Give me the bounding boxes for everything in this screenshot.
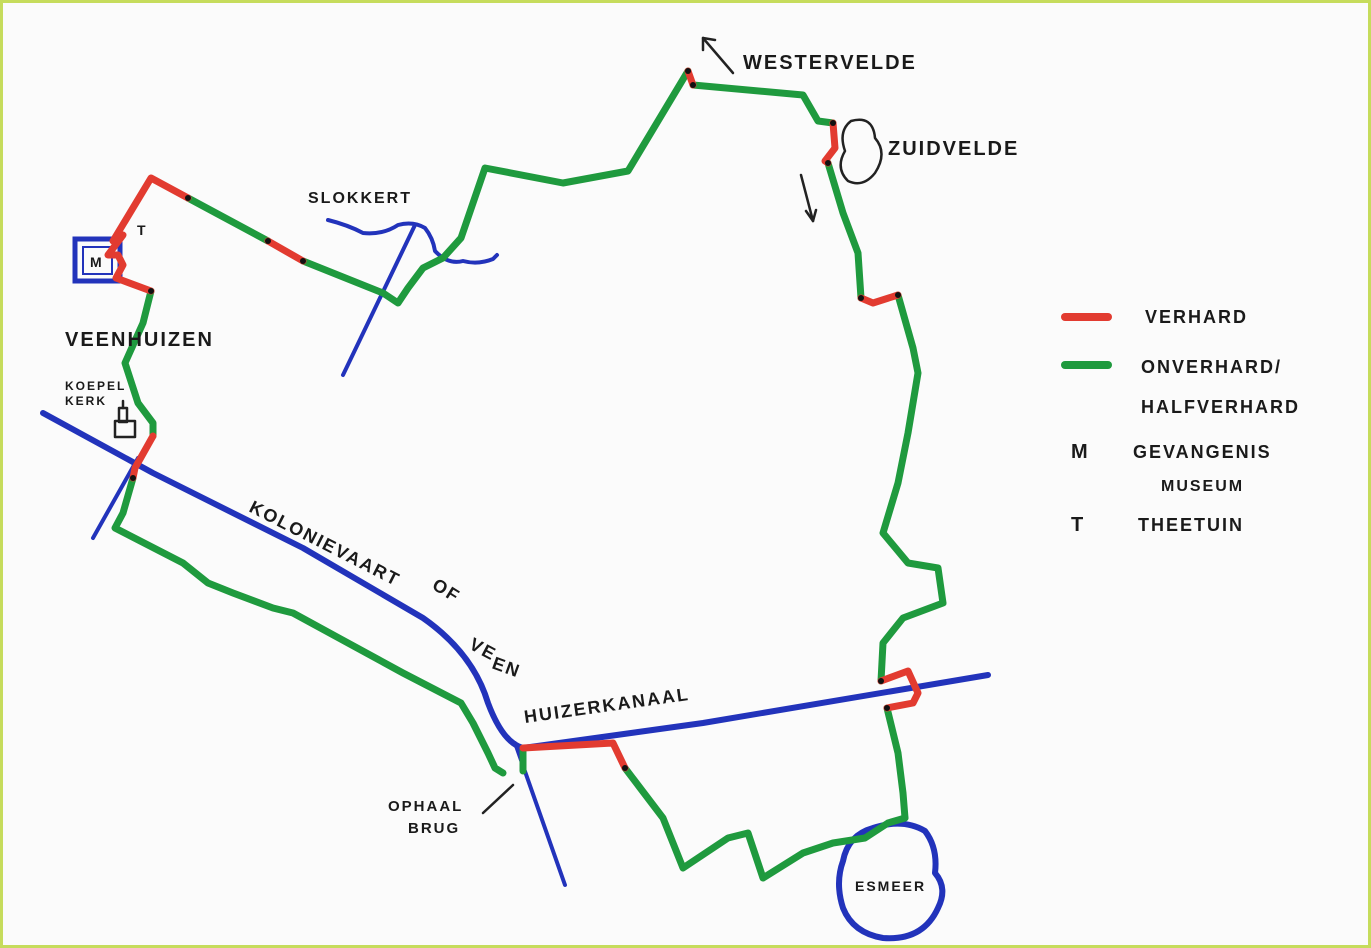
route-unpaved (111, 67, 947, 882)
church-icon (113, 399, 137, 439)
label-koepelkerk-2: KERK (65, 394, 107, 408)
label-veenhuizen: VEENHUIZEN (65, 329, 214, 351)
arrow-down-icon (799, 173, 818, 223)
legend-label-paved: VERHARD (1145, 307, 1248, 327)
label-zuidvelde: ZUIDVELDE (888, 138, 1019, 160)
canal-slokkert-diagonal (341, 223, 417, 377)
route-map: WESTERVELDE ZUIDVELDE SLOKKERT VEENHUIZE… (40, 36, 1300, 942)
label-veenhuizerkanaal: HUIZERKANAAL (523, 684, 691, 727)
arrow-up-left-icon (701, 36, 735, 75)
label-veenhuizerkanaal-mid: EN (490, 653, 524, 682)
label-esmeer: ESMEER (855, 878, 926, 894)
canal-kolonievaart (40, 410, 991, 751)
label-museum-marker: M (90, 254, 104, 270)
legend-label-museum-1: GEVANGENIS (1133, 442, 1272, 462)
label-ophaalbrug-1: OPHAAL (388, 798, 463, 815)
canal-stub-veenhuizen (91, 456, 140, 540)
legend: VERHARD ONVERHARD/ HALFVERHARD M GEVANGE… (1061, 307, 1300, 536)
legend-label-unpaved-2: HALFVERHARD (1141, 397, 1300, 417)
label-kolonievaart: KOLONIEVAART (246, 497, 404, 590)
ophaalbrug-pointer (481, 783, 515, 815)
legend-label-unpaved-1: ONVERHARD/ (1141, 357, 1282, 377)
label-theetuin-marker: T (137, 222, 148, 238)
zuidvelde-village-outline (839, 118, 883, 185)
junction-dots (130, 68, 901, 771)
label-ophaalbrug-2: BRUG (408, 820, 460, 837)
label-kanaal-of: OF (429, 574, 464, 606)
label-slokkert: SLOKKERT (308, 190, 412, 207)
legend-label-museum-2: MUSEUM (1161, 478, 1244, 495)
legend-symbol-m: M (1071, 441, 1090, 463)
legend-symbol-t: T (1071, 514, 1085, 536)
waterways (40, 218, 991, 942)
lake-esmeer (836, 820, 946, 942)
label-westervelde: WESTERVELDE (743, 52, 917, 74)
stream-slokkert (326, 218, 499, 265)
label-koepelkerk-1: KOEPEL (65, 379, 126, 393)
legend-label-theetuin: THEETUIN (1138, 515, 1244, 535)
museum-box-inner (82, 246, 113, 275)
